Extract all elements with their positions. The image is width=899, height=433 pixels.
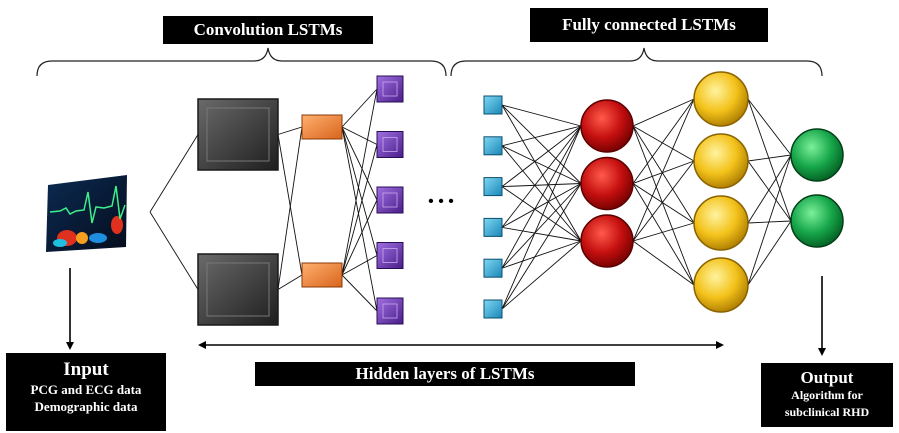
red-node-3	[580, 214, 634, 268]
feature-node-inner-5	[382, 303, 398, 319]
signal-spectrogram-icon	[46, 175, 127, 252]
feature-node-1	[376, 75, 404, 103]
red-node-1	[580, 99, 634, 153]
network-nodes	[197, 71, 844, 326]
fc-input-node-2	[483, 136, 503, 156]
hidden-layers-text: Hidden layers of LSTMs	[355, 364, 535, 383]
output-line-subclinical-rhd: subclinical RHD	[784, 405, 870, 419]
pool-node-1	[301, 114, 343, 140]
conv-block-inner-2	[206, 262, 270, 317]
input-line-pcg-ecg: PCG and ECG data	[30, 382, 142, 397]
fc-input-node-3	[483, 177, 503, 197]
feature-node-3	[376, 186, 404, 214]
convolution-lstms-text: Convolution LSTMs	[193, 20, 343, 39]
output-arrow	[818, 276, 826, 356]
conv-block-1	[197, 98, 279, 171]
fc-input-node-4	[483, 217, 503, 237]
feature-node-inner-4	[382, 248, 398, 263]
yellow-node-4	[693, 257, 749, 313]
yellow-node-2	[693, 133, 749, 189]
conv-block-inner-1	[206, 107, 270, 162]
fully-connected-lstms-text: Fully connected LSTMs	[562, 15, 736, 34]
conv-block-2	[197, 253, 279, 326]
layer-ellipsis: • • •	[428, 193, 454, 210]
network-connections	[149, 88, 792, 312]
feature-node-inner-2	[382, 137, 398, 152]
hidden-layers-label: Hidden layers of LSTMs	[255, 362, 635, 386]
output-title: Output	[800, 368, 854, 387]
feature-node-2	[376, 131, 404, 158]
input-box: Input PCG and ECG data Demographic data	[6, 353, 166, 431]
fc-input-node-6	[483, 299, 503, 319]
fully-connected-lstms-label: Fully connected LSTMs	[530, 8, 768, 42]
feature-node-inner-3	[382, 192, 398, 208]
green-node-2	[790, 194, 844, 248]
fully-connected-brace	[450, 47, 823, 77]
feature-node-4	[376, 242, 404, 269]
output-line-algorithm: Algorithm for	[791, 388, 863, 402]
convolution-lstms-label: Convolution LSTMs	[163, 16, 373, 44]
yellow-node-3	[693, 195, 749, 251]
input-title: Input	[63, 359, 109, 380]
output-box: Output Algorithm for subclinical RHD	[761, 363, 893, 427]
feature-node-5	[376, 297, 404, 325]
red-node-2	[580, 156, 634, 211]
input-arrow	[66, 268, 74, 350]
hidden-layers-arrow	[198, 341, 724, 349]
convolution-brace	[36, 47, 447, 77]
fc-input-node-1	[483, 95, 503, 115]
feature-node-inner-1	[382, 81, 398, 97]
pool-node-2	[301, 262, 343, 288]
fc-input-node-5	[483, 258, 503, 278]
green-node-1	[790, 128, 844, 182]
yellow-node-1	[693, 71, 749, 127]
input-line-demographic: Demographic data	[34, 399, 138, 414]
